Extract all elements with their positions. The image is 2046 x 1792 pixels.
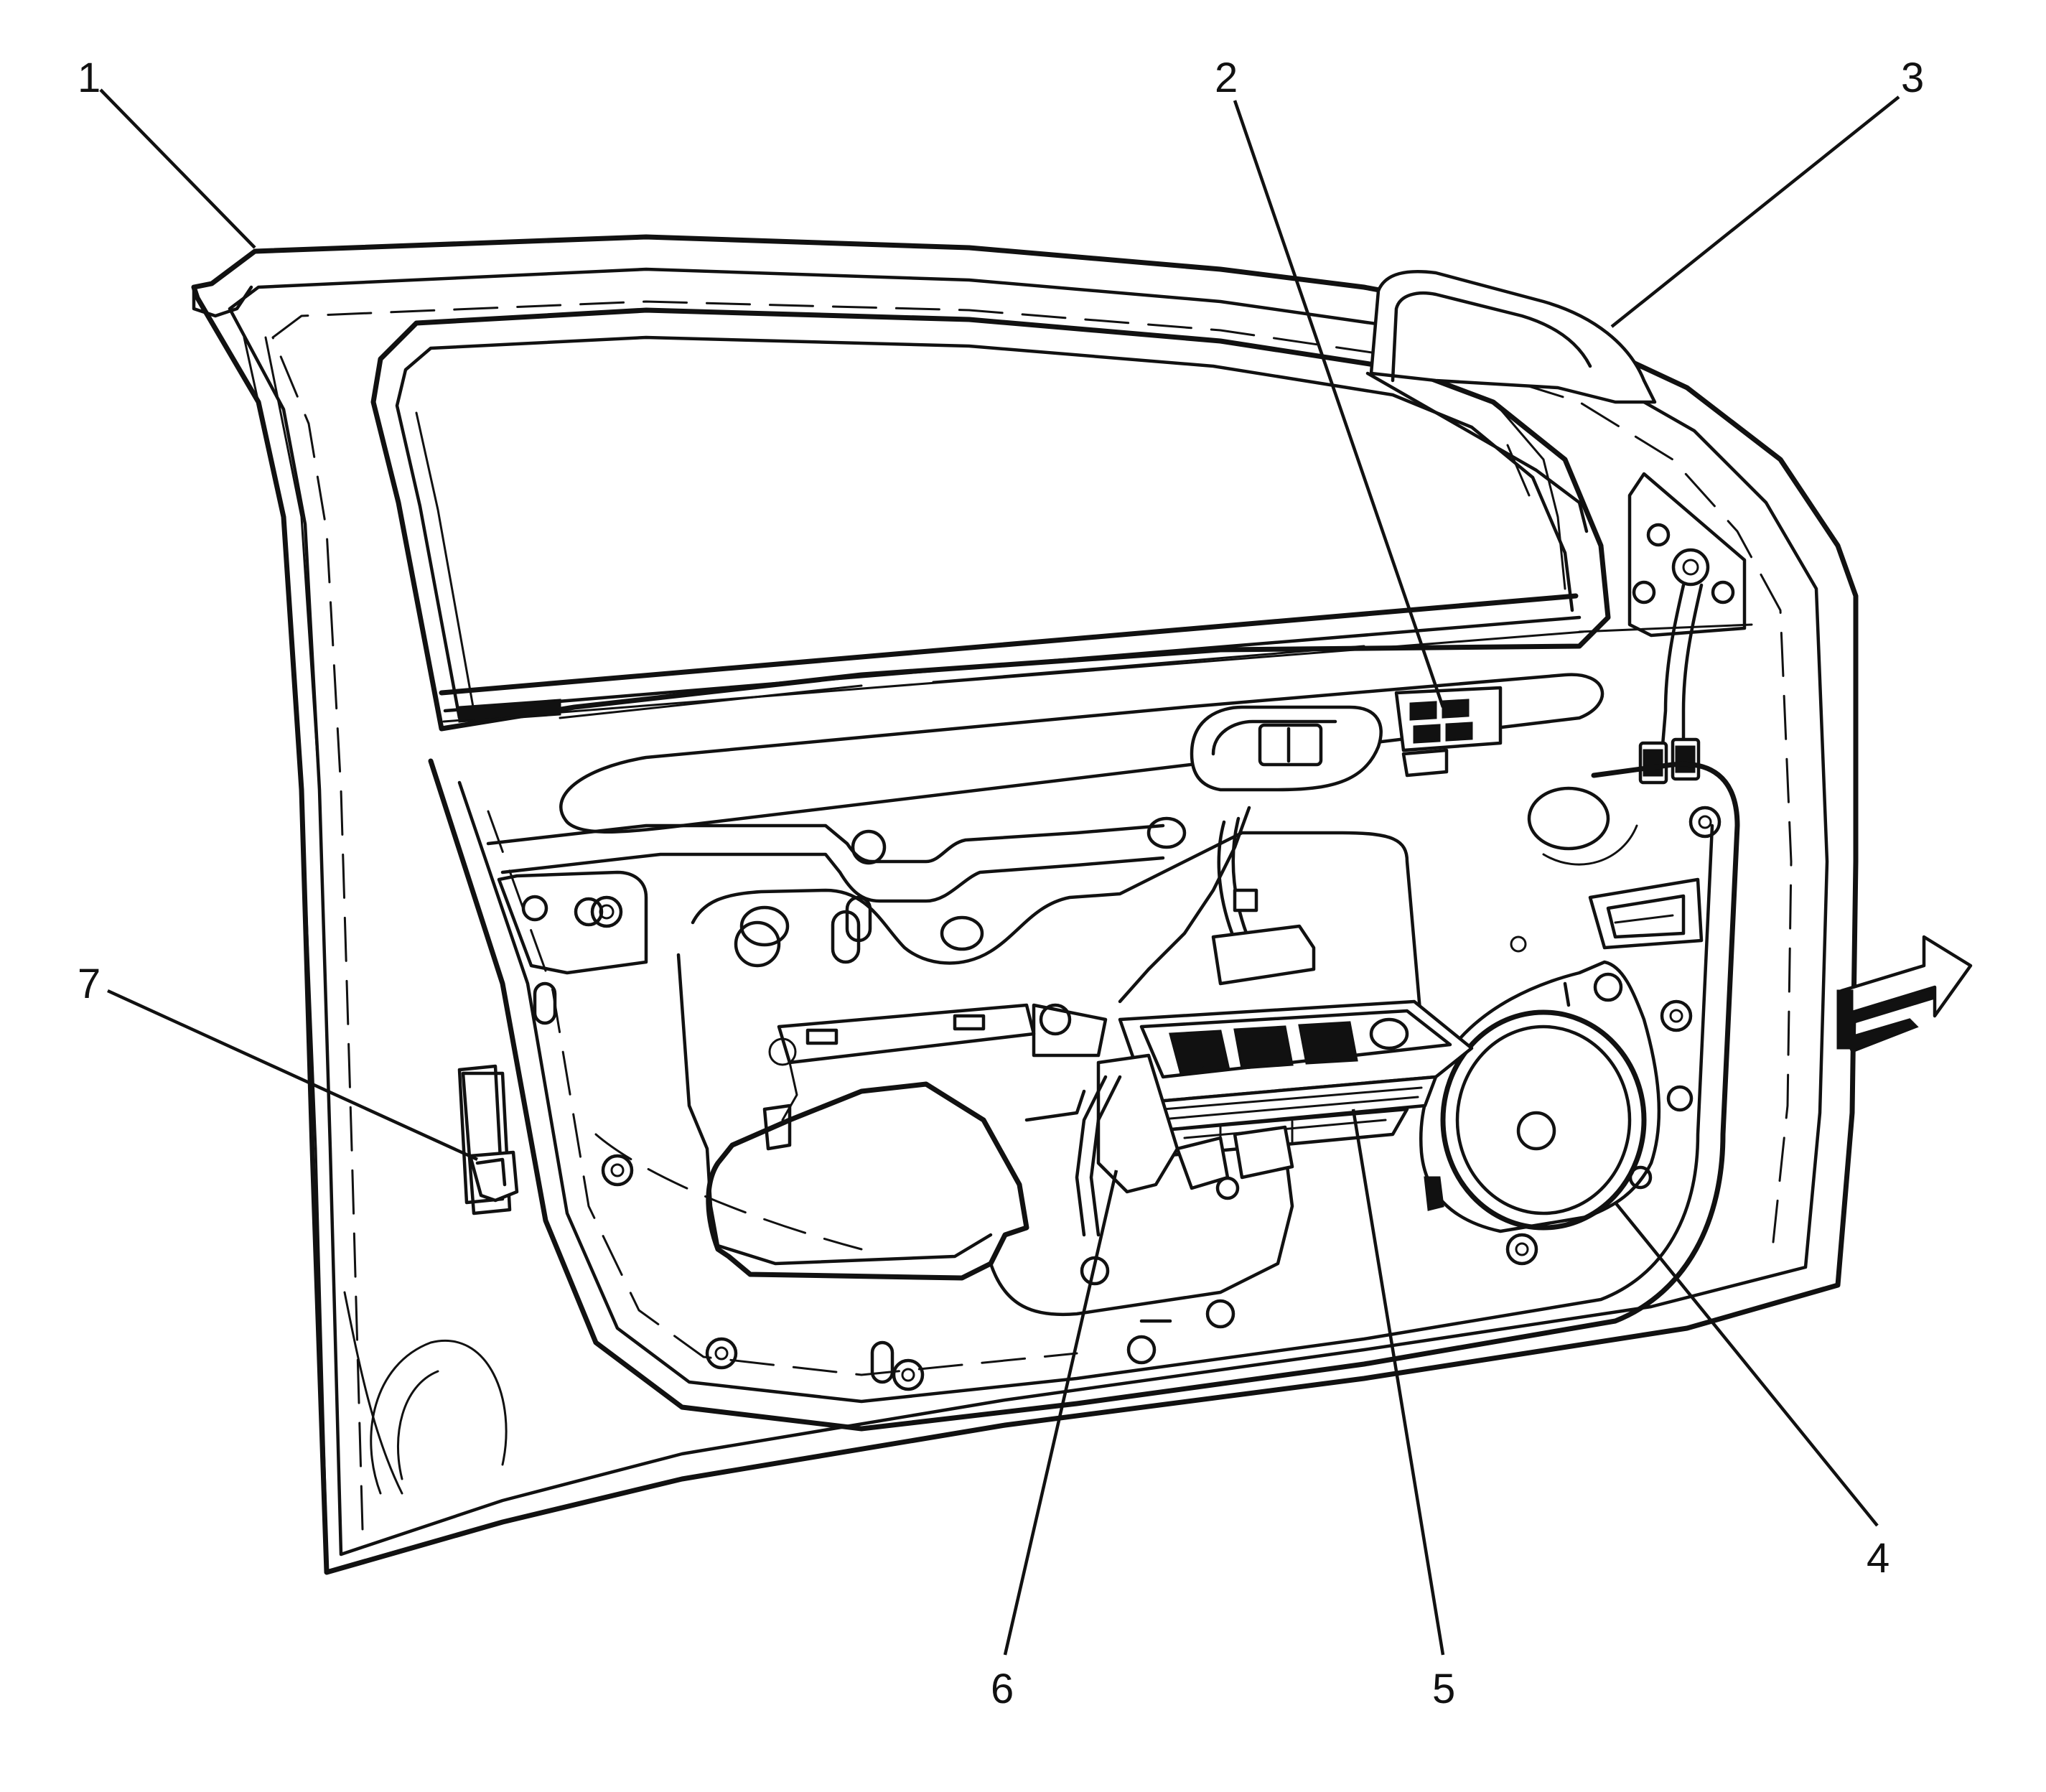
callout-labels: 1 2 3 4 5 6 7 (78, 55, 1924, 1712)
callout-leaders (99, 88, 1900, 1656)
callout-1: 1 (78, 55, 101, 101)
leader-3 (1610, 95, 1900, 328)
leader-2 (1233, 100, 1445, 708)
callout-2: 2 (1215, 55, 1238, 101)
window-switch-module (1024, 999, 1474, 1237)
callout-7: 7 (78, 961, 101, 1007)
leader-6 (1003, 1170, 1118, 1656)
side-mirror (1365, 270, 1753, 785)
callout-4: 4 (1867, 1535, 1889, 1582)
leader-4 (1614, 1201, 1879, 1527)
leader-5 (1351, 1109, 1445, 1656)
leader-7 (107, 989, 478, 1162)
forward-arrow-icon (1836, 935, 1973, 1053)
callout-6: 6 (991, 1666, 1014, 1712)
wiring-clip (461, 1071, 519, 1215)
callout-3: 3 (1901, 55, 1924, 101)
callout-5: 5 (1432, 1666, 1455, 1712)
door-handle-area (559, 673, 1604, 834)
window-opening (370, 307, 1611, 732)
speaker (1419, 960, 1661, 1233)
leader-1 (99, 88, 256, 249)
